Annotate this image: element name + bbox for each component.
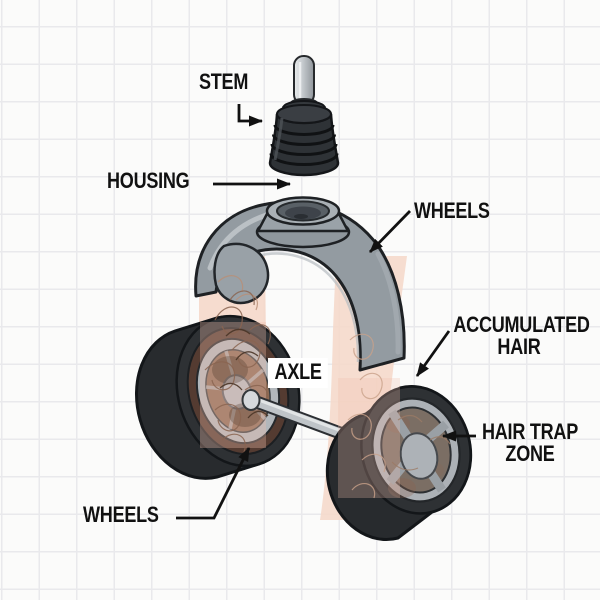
axle-end-cap [241, 389, 261, 411]
stem-illustration [268, 55, 340, 177]
wheels-top-label: WHEELS [414, 198, 490, 223]
stem-body-highlight [273, 117, 284, 161]
wheels-top-arrow [368, 210, 412, 253]
wheels-bottom-label: WHEELS [83, 502, 159, 527]
housing-illustration [194, 196, 406, 372]
callout-arrows [176, 104, 476, 520]
right-hair-zone-overlay [338, 378, 400, 498]
accumulated-hair-label-line1: ACCUMULATED [453, 312, 590, 337]
hair-trap-zone-label-line2: ZONE [505, 441, 555, 466]
hair-strands-right-wheel [391, 414, 451, 471]
housing-left-end [213, 242, 270, 305]
stem-label: STEM [199, 69, 249, 94]
stem-arrow [237, 104, 263, 127]
accumulated-hair-arrow [415, 330, 451, 377]
right-wheel-illustration [325, 385, 473, 541]
wheels-bottom-arrow [176, 447, 251, 520]
left-hair-zone-overlay [200, 322, 266, 448]
stem-body-top [276, 104, 332, 124]
accumulated-hair-label-line2: HAIR [497, 334, 541, 359]
stem-ribs [269, 124, 339, 166]
housing-inner-lip-highlight [256, 252, 360, 363]
axle-label: AXLE [268, 358, 329, 388]
accumulated-hair-label: ACCUMULATED HAIR [453, 312, 590, 359]
stem-socket-hole-bottom [294, 214, 308, 219]
left-wheel-illustration [135, 314, 301, 480]
housing-label: HOUSING [107, 168, 190, 193]
stem-socket-hole-depth [285, 206, 321, 220]
stem-pin [293, 55, 315, 105]
right-wheel-center-hub [399, 432, 439, 480]
hair-trap-zone-label: HAIR TRAP ZONE [464, 421, 595, 465]
housing-saddle [194, 200, 406, 372]
hair-trap-zone-label-line1: HAIR TRAP [481, 419, 578, 444]
housing-leg-highlight [375, 251, 401, 355]
hair-strands-right-band [347, 333, 386, 499]
hair-strands-left-dark [219, 328, 269, 419]
